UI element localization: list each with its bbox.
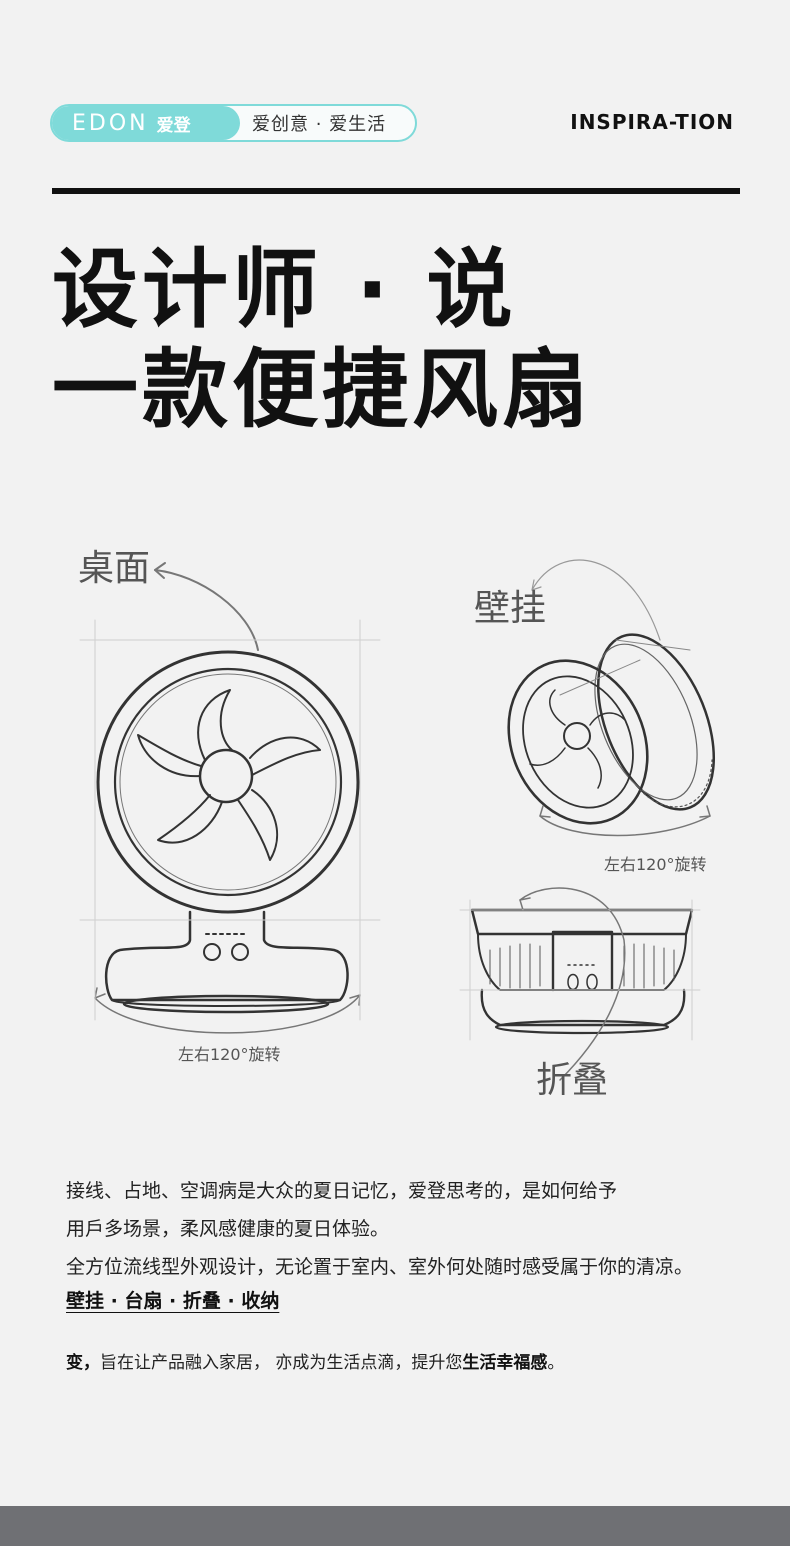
fan-sketch-illustration: 桌面 壁挂 折叠 左右120°旋转 左右120°旋转 — [78, 548, 716, 1101]
sketch-label-rotate-wall: 左右120°旋转 — [604, 855, 707, 874]
sketch-label-rotate-desk: 左右120°旋转 — [178, 1045, 281, 1064]
description-line: 用戶多场景，柔风感健康的夏日体验。 — [66, 1218, 390, 1240]
title-line-2: 一款便捷风扇 — [52, 340, 592, 440]
closing-middle: 旨在让产品融入家居， 亦成为生活点滴，提升您 — [100, 1353, 463, 1373]
feature-list: 壁挂 · 台扇 · 折叠 · 收纳 — [66, 1290, 280, 1312]
brand-logo: EDON — [72, 110, 149, 136]
sketch-label-fold: 折叠 — [536, 1060, 608, 1101]
brand-logo-block: EDON 爱登 — [52, 106, 240, 140]
footer-bar — [0, 1506, 790, 1546]
description-line: 全方位流线型外观设计，无论置于室内、室外何处随时感受属于你的清凉。 — [66, 1256, 694, 1278]
sketch-label-wall: 壁挂 — [474, 588, 546, 629]
description-line: 接线、占地、空调病是大众的夏日记忆，爱登思考的，是如何给予 — [66, 1180, 618, 1202]
brand-slogan: 爱创意 · 爱生活 — [252, 114, 387, 135]
closing-statement: 变，旨在让产品融入家居， 亦成为生活点滴，提升您生活幸福感。 — [66, 1348, 564, 1373]
inspiration-tag: INSPIRA-TION — [570, 110, 734, 134]
description-text: 接线、占地、空调病是大众的夏日记忆，爱登思考的，是如何给予 用戶多场景，柔风感健… — [66, 1172, 781, 1286]
desk-fan-sketch — [79, 562, 381, 1034]
sketch-label-desk: 桌面 — [78, 548, 150, 589]
brand-name-cn: 爱登 — [156, 115, 191, 136]
brand-pill: EDON 爱登 爱创意 · 爱生活 — [50, 104, 417, 142]
title-line-1: 设计师 · 说 — [52, 240, 517, 340]
closing-bold: 生活幸福感 — [462, 1353, 548, 1373]
closing-end: 。 — [547, 1353, 565, 1373]
header-rule — [52, 188, 740, 194]
wall-fan-sketch — [507, 559, 716, 837]
folded-fan-sketch — [459, 887, 701, 1081]
closing-prefix: 变， — [66, 1353, 100, 1373]
